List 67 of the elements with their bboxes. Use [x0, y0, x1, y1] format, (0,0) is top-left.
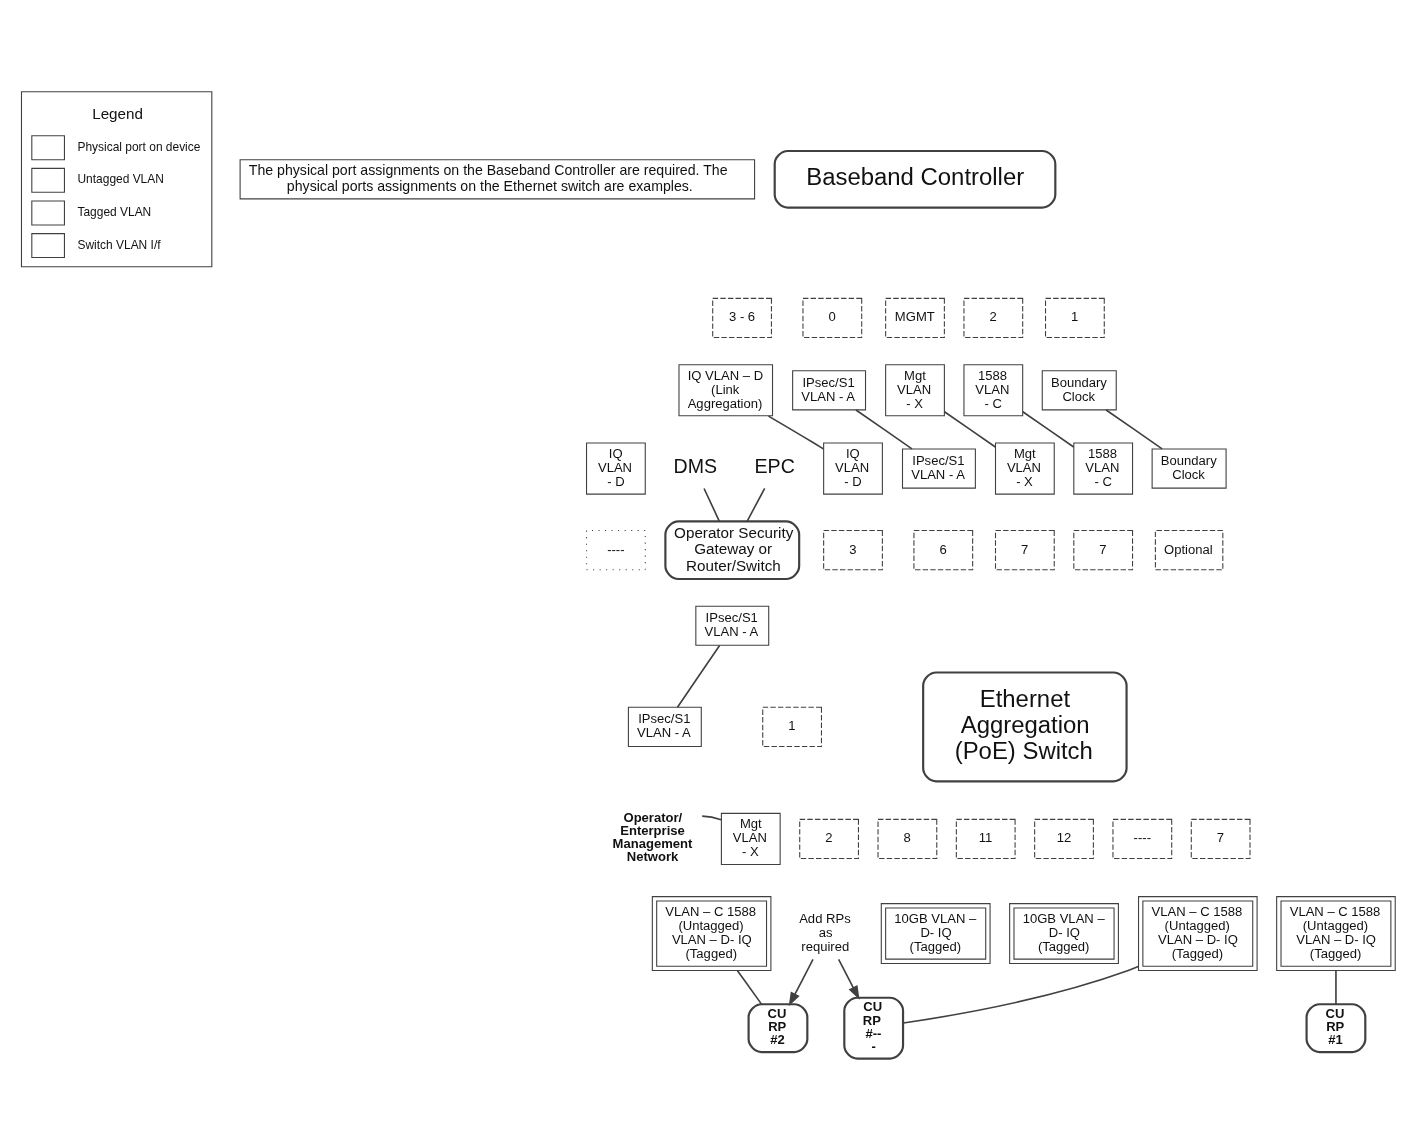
legend-label: Tagged VLAN [77, 204, 152, 219]
connector [1105, 408, 1163, 450]
connector [676, 644, 721, 708]
node-box: 3 - 6 [712, 297, 772, 338]
legend-label: Untagged VLAN [77, 171, 164, 186]
label: Legend [92, 104, 143, 122]
node-box: 11 [955, 818, 1016, 859]
node-box: 8 [877, 818, 938, 859]
node-box: CU RP #--- [843, 996, 905, 1060]
node-box: Mgt VLAN - X [720, 812, 781, 865]
node-text: Operator/ Enterprise Management Network [612, 809, 693, 864]
node-box: CU RP #2 [747, 1002, 809, 1053]
node-box: 1588 VLAN - C [1073, 441, 1134, 495]
node-box: 1588 VLAN - C [963, 363, 1024, 416]
node-box: 1 [1045, 297, 1105, 338]
node-box: Mgt VLAN - X [994, 441, 1055, 495]
node-box: Optional [1154, 529, 1224, 570]
node-box: IPsec/S1 VLAN - A [627, 706, 702, 747]
node-box: IPsec/S1 VLAN - A [901, 447, 976, 489]
node-box: IQ VLAN - D [823, 441, 883, 495]
node-box: 0 [802, 297, 863, 338]
node-box: Baseband Controller [773, 149, 1057, 209]
node-box: 1 [762, 706, 822, 747]
node-box: IPsec/S1 VLAN - A [695, 605, 770, 646]
node-box: Boundary Clock [1041, 369, 1117, 410]
node-box: 7 [994, 529, 1055, 570]
node-box: 12 [1034, 818, 1094, 859]
node-box: MGMT [885, 297, 945, 338]
node-box: The physical port assignments on the Baseband Controller are required. The physical ports assignments on the Ethernet switch are examples. [239, 158, 756, 199]
node-box: ---- [1112, 818, 1173, 859]
node-box: 2 [799, 818, 859, 859]
node-box: Ethernet Aggregation (PoE) Switch [922, 670, 1128, 782]
node-box: Boundary Clock [1151, 447, 1227, 489]
connector [943, 410, 997, 448]
connector [1021, 410, 1075, 448]
node-box: 2 [963, 297, 1024, 338]
node-box: CU RP #1 [1305, 1002, 1367, 1053]
legend-label: Switch VLAN I/f [77, 237, 161, 252]
node-box: 7 [1190, 818, 1251, 859]
node-box: Operator Security Gateway or Router/Switch [664, 519, 801, 580]
connector [767, 414, 825, 450]
node-text: EPC [754, 454, 795, 477]
node-box: ---- [586, 529, 646, 570]
node-box: VLAN – C 1588 (Untagged) VLAN – D- IQ (Tagged) [651, 895, 772, 971]
connector [746, 487, 766, 522]
node-box: VLAN – C 1588 (Untagged) VLAN – D- IQ (Tagged) [1276, 895, 1396, 971]
node-text: DMS [673, 454, 718, 477]
connector [902, 965, 1140, 1024]
node-box: IPsec/S1 VLAN - A [792, 369, 867, 410]
node-box: 7 [1073, 529, 1134, 570]
node-box: 10GB VLAN – D- IQ (Tagged) [1009, 902, 1119, 964]
connector [1335, 969, 1337, 1005]
connector [736, 969, 763, 1005]
connector [855, 408, 913, 450]
node-text: Add RPs as required [799, 910, 851, 954]
node-box: 3 [823, 529, 883, 570]
legend-label: Physical port on device [77, 139, 201, 154]
arrow [837, 958, 860, 1000]
node-box: 10GB VLAN – D- IQ (Tagged) [880, 902, 991, 964]
node-box: IQ VLAN – D (Link Aggregation) [678, 363, 774, 416]
connector [703, 487, 721, 522]
node-box: Mgt VLAN - X [885, 363, 945, 416]
node-box: 6 [913, 529, 974, 570]
node-box: VLAN – C 1588 (Untagged) VLAN – D- IQ (Tagged) [1138, 895, 1258, 971]
node-box: IQ VLAN - D [586, 441, 646, 495]
connector [701, 814, 722, 820]
arrow [788, 958, 814, 1006]
